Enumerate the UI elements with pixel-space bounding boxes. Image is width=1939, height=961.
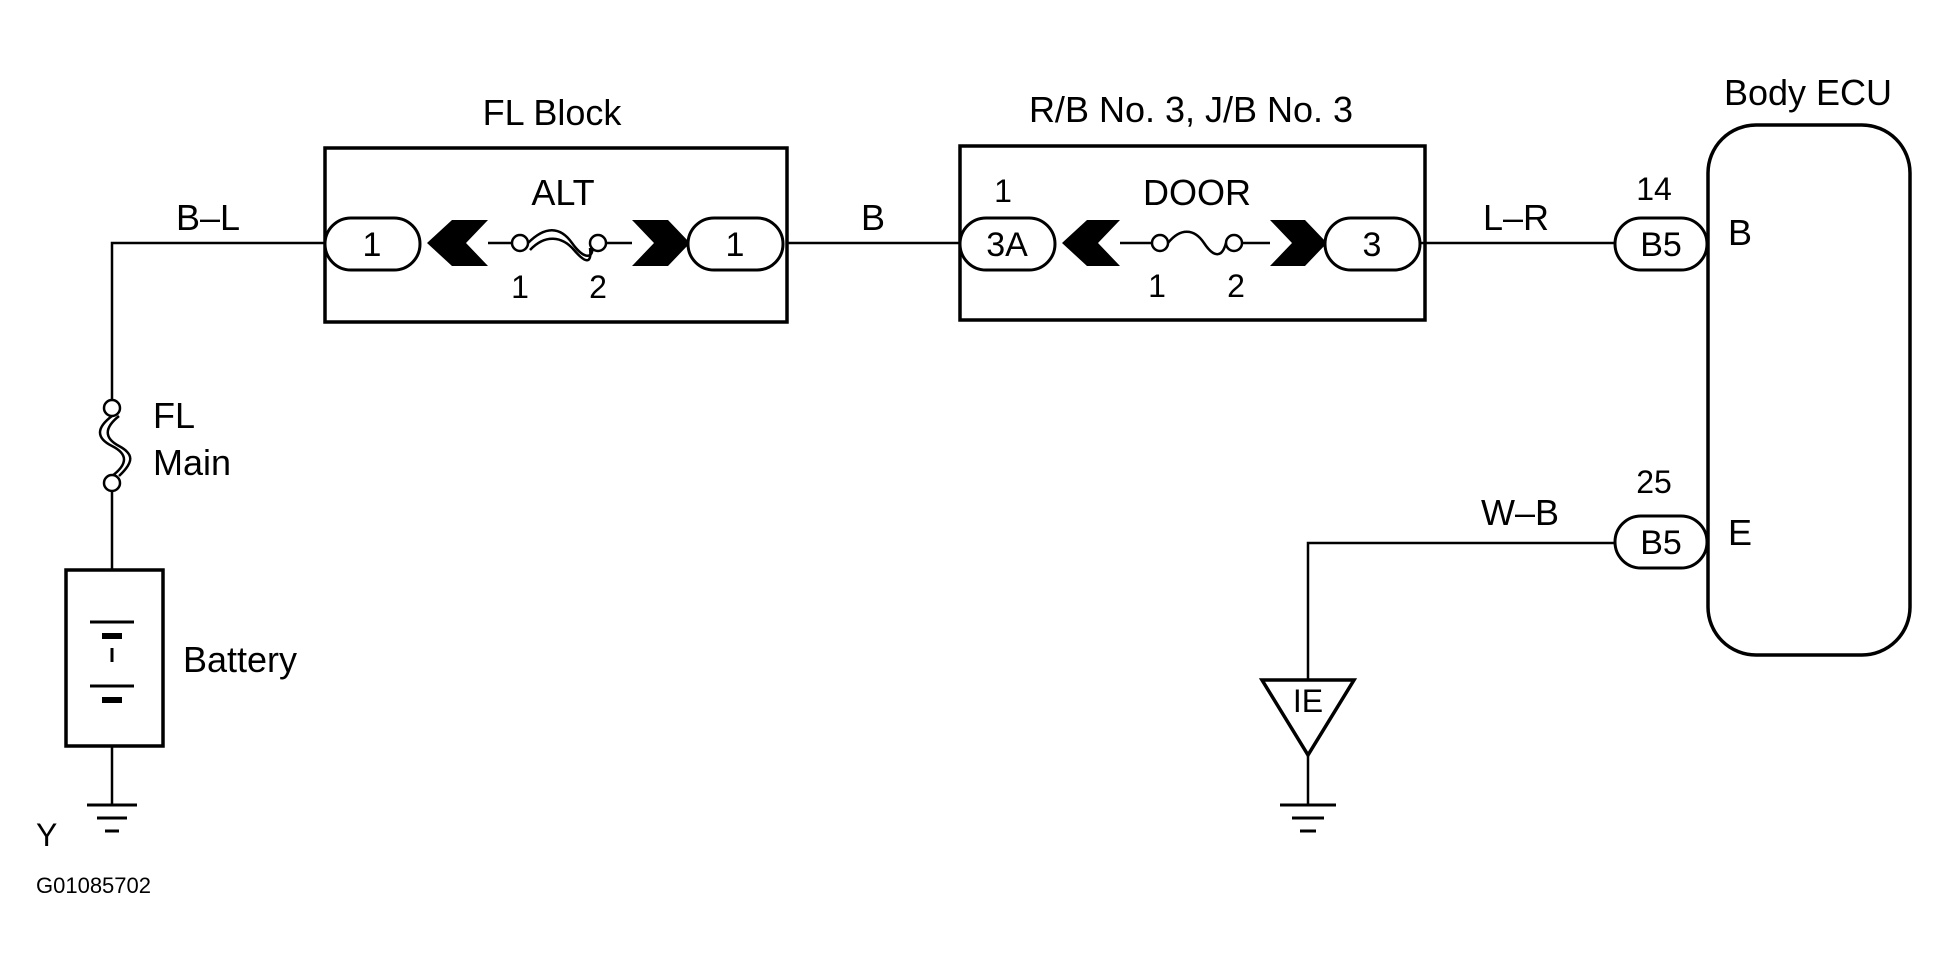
fl-block-right-connector <box>686 216 785 272</box>
rb-block-right-connector-label: 3 <box>1363 226 1382 264</box>
alt-fusible-link-icon-2 <box>529 237 592 262</box>
ie-label: IE <box>1293 683 1323 719</box>
fl-left-arrow-icon <box>427 220 488 266</box>
fl-main-fusible-link-icon-2 <box>106 415 132 477</box>
rb-block-frame <box>958 144 1427 322</box>
fl-block-left-connector-label: 1 <box>363 226 382 264</box>
alt-terminal-1 <box>510 233 530 253</box>
rb-block-title: R/B No. 3, J/B No. 3 <box>1029 89 1353 130</box>
wire-labels: B–L B L–R W–B <box>176 197 1559 533</box>
alt-terminal-2 <box>588 233 608 253</box>
fl-block: FL Block 1 ALT 1 2 1 <box>323 92 789 324</box>
rb-jb-block: R/B No. 3, J/B No. 3 1 3A DOOR 1 2 3 <box>958 89 1427 322</box>
rb-block-left-connector <box>958 216 1057 272</box>
fl-main-label-line2: Main <box>153 442 231 483</box>
fl-block-right-connector-label: 1 <box>726 226 745 264</box>
fl-main-fuse: FL Main <box>98 395 231 493</box>
wire-label-lr: L–R <box>1483 197 1549 238</box>
fl-main-fusible-link-icon <box>98 415 126 477</box>
ecu-pin-e-number: 25 <box>1636 464 1672 500</box>
ecu-pin-e-connector-label: B5 <box>1640 524 1682 562</box>
battery-ground-icon: Y <box>36 803 137 853</box>
wire-label-b: B <box>861 197 885 238</box>
ecu-pin-b-connector-label: B5 <box>1640 226 1682 264</box>
ecu-terminal-e: E <box>1728 512 1752 553</box>
fl-block-title: FL Block <box>483 92 623 133</box>
alt-pin-2: 2 <box>589 269 607 305</box>
rb-left-arrow-icon <box>1062 220 1120 266</box>
rb-block-right-connector <box>1323 216 1422 272</box>
fl-main-terminal-top <box>102 398 122 418</box>
wire-wb <box>1306 541 1615 680</box>
ecu-pin-b-connector <box>1613 216 1709 272</box>
alt-fuse-label: ALT <box>531 172 594 213</box>
ground-y-label: Y <box>36 817 57 853</box>
door-fuse-icon <box>1167 230 1228 256</box>
ie-triangle-icon <box>1258 678 1358 759</box>
wire-label-wb: W–B <box>1481 492 1559 533</box>
ecu-terminal-b: B <box>1728 212 1752 253</box>
fl-main-terminal-bottom <box>102 473 122 493</box>
fl-block-left-connector <box>323 216 422 272</box>
ecu-pin-b-number: 14 <box>1636 171 1672 207</box>
rb-block-left-connector-label: 3A <box>986 226 1028 264</box>
ecu-pin-e-connector <box>1613 514 1709 570</box>
door-pin-1: 1 <box>1148 268 1166 304</box>
ecu-title: Body ECU <box>1724 72 1892 113</box>
door-terminal-1 <box>1150 233 1170 253</box>
battery-frame <box>64 568 165 748</box>
ecu-frame <box>1706 123 1912 657</box>
wire-bl <box>110 241 325 408</box>
ie-ground-point: IE <box>1258 678 1358 833</box>
figure-code: G01085702 <box>36 873 151 898</box>
battery-label: Battery <box>183 639 297 680</box>
fl-main-label-line1: FL <box>153 395 195 436</box>
body-ecu: Body ECU 14 B5 B 25 B5 E <box>1613 72 1912 657</box>
door-fuse-label: DOOR <box>1143 172 1251 213</box>
battery: Battery <box>64 568 297 748</box>
door-pin-2: 2 <box>1227 268 1245 304</box>
wire-label-bl: B–L <box>176 197 240 238</box>
rb-block-left-pin: 1 <box>994 173 1012 209</box>
alt-pin-1: 1 <box>511 269 529 305</box>
rb-right-arrow-icon <box>1270 220 1327 266</box>
wires <box>110 241 1615 805</box>
door-terminal-2 <box>1224 233 1244 253</box>
fl-right-arrow-icon <box>632 220 690 266</box>
